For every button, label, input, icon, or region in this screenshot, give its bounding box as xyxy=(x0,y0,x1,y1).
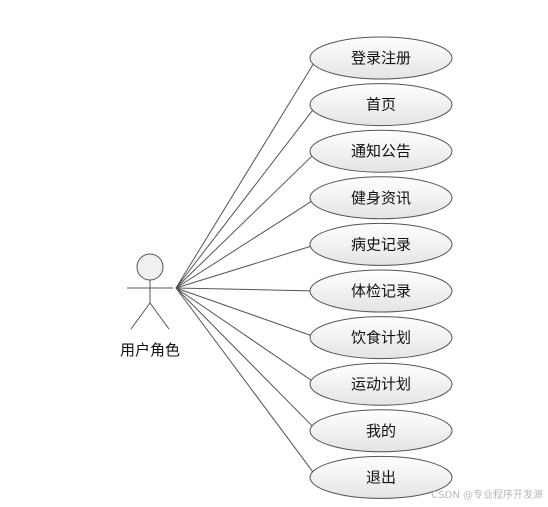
use-case-label: 退出 xyxy=(366,468,396,486)
actor-figure xyxy=(127,253,173,330)
use-case-label: 健身资讯 xyxy=(351,189,411,207)
use-case-ellipse xyxy=(309,129,453,173)
association-lines xyxy=(175,57,318,478)
use-case-ellipse xyxy=(309,269,453,313)
association-line xyxy=(175,57,318,289)
use-case: 退出 xyxy=(309,455,453,499)
use-case-label: 首页 xyxy=(366,96,396,114)
use-case-ellipse xyxy=(309,176,453,220)
actor-leg-right xyxy=(149,302,170,330)
association-line xyxy=(175,197,318,289)
use-case: 通知公告 xyxy=(309,129,453,173)
use-case: 体检记录 xyxy=(309,269,453,313)
use-case-label: 饮食计划 xyxy=(351,329,411,347)
association-line xyxy=(175,150,318,289)
use-case: 运动计划 xyxy=(309,362,453,406)
actor-leg-left xyxy=(130,302,151,330)
association-line xyxy=(175,287,318,478)
use-case-label: 通知公告 xyxy=(351,142,411,160)
association-line xyxy=(175,104,318,289)
use-case-ellipse xyxy=(309,83,453,127)
association-line xyxy=(175,287,318,292)
use-case: 病史记录 xyxy=(309,222,453,266)
actor-name: 用户角色 xyxy=(120,341,180,359)
use-case-ellipse xyxy=(309,36,453,80)
use-case-ellipse xyxy=(309,362,453,406)
association-line xyxy=(175,243,318,289)
actor-head xyxy=(136,253,164,281)
use-case-ellipse xyxy=(309,409,453,453)
association-line xyxy=(175,287,318,339)
use-case: 我的 xyxy=(309,409,453,453)
association-line xyxy=(175,287,318,385)
use-case-ellipse xyxy=(309,316,453,360)
use-case-ellipse xyxy=(309,455,453,499)
association-line xyxy=(175,287,318,432)
use-case-label: 病史记录 xyxy=(351,235,411,253)
use-case-label: 运动计划 xyxy=(351,375,411,393)
use-case: 健身资讯 xyxy=(309,176,453,220)
use-case-ellipse xyxy=(309,222,453,266)
use-case-label: 体检记录 xyxy=(351,282,411,300)
use-case: 饮食计划 xyxy=(309,316,453,360)
use-case: 登录注册 xyxy=(309,36,453,80)
use-case-label: 我的 xyxy=(366,422,396,440)
use-case-label: 登录注册 xyxy=(351,49,411,67)
watermark: CSDN @专业程序开发源 xyxy=(431,488,543,501)
use-case: 首页 xyxy=(309,83,453,127)
